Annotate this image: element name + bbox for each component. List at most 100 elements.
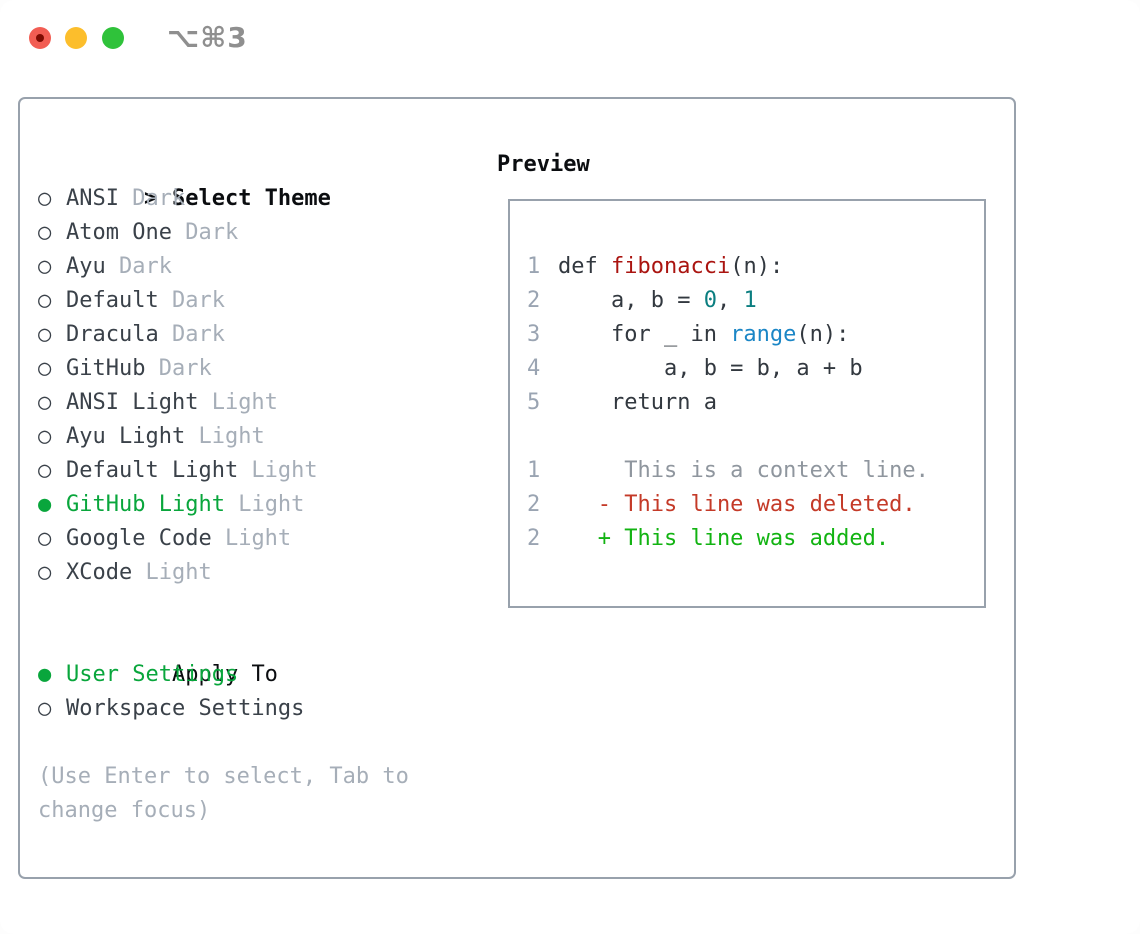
- help-text: (Use Enter to select, Tab to change focu…: [38, 764, 409, 823]
- theme-option[interactable]: ● GitHub Light Light: [38, 488, 470, 522]
- code-token-add: + This line was added.: [558, 526, 890, 551]
- code-token-builtin: range: [730, 322, 797, 347]
- apply-to-option[interactable]: ○ Workspace Settings: [38, 692, 470, 726]
- radio-unselected-icon: ○: [38, 356, 52, 381]
- code-line: 4 a, b = b, a + b: [527, 352, 984, 386]
- apply-to-option-label: Workspace Settings: [66, 696, 305, 721]
- window-title: ⌥⌘3: [167, 21, 248, 54]
- theme-variant: Dark: [171, 220, 239, 245]
- theme-variant: Dark: [145, 356, 212, 381]
- theme-name: Ayu Light: [66, 424, 186, 449]
- zoom-button[interactable]: [102, 27, 124, 49]
- theme-option[interactable]: ○GitHub Dark: [38, 352, 470, 386]
- code-token-ctx: This is a context line.: [558, 458, 929, 483]
- code-token-code: for _ in: [558, 322, 731, 347]
- code-line: 3 for _ in range(n):: [527, 318, 984, 352]
- radio-unselected-icon: ○: [38, 424, 52, 449]
- theme-name: Dracula: [66, 322, 159, 347]
- close-button[interactable]: [29, 27, 51, 49]
- select-theme-title: Select Theme: [171, 186, 331, 211]
- line-number: 1: [527, 254, 541, 279]
- theme-name: Atom One: [66, 220, 172, 245]
- code-line: 2 + This line was added.: [527, 522, 984, 556]
- radio-unselected-icon: ○: [38, 696, 52, 721]
- code-token-code: a, b = b, a + b: [558, 356, 863, 381]
- theme-variant: Light: [211, 526, 292, 551]
- radio-unselected-icon: ○: [38, 254, 52, 279]
- code-token-code: ,: [716, 288, 744, 313]
- close-dot-icon: [36, 34, 44, 42]
- line-number: 3: [527, 322, 541, 347]
- code-token-code: (n):: [730, 254, 784, 279]
- code-token-code: return a: [558, 390, 717, 415]
- radio-unselected-icon: ○: [38, 526, 52, 551]
- code-line: 1 This is a context line.: [527, 454, 984, 488]
- code-line: 1 def fibonacci(n):: [527, 250, 984, 284]
- code-token-func: fibonacci: [610, 254, 731, 279]
- theme-variant: Light: [198, 390, 278, 415]
- code-token-code: a, b =: [558, 288, 704, 313]
- theme-option[interactable]: ○Dracula Dark: [38, 318, 470, 352]
- line-number: 2: [527, 492, 541, 517]
- theme-option[interactable]: ○ANSI Dark: [38, 182, 470, 216]
- apply-to-option[interactable]: ● User Settings: [38, 658, 470, 692]
- theme-option[interactable]: ○ Atom One Dark: [38, 216, 470, 250]
- theme-variant: Dark: [158, 322, 225, 347]
- spacer: [38, 726, 470, 760]
- code-token-code: def: [558, 254, 611, 279]
- code-line: 5 return a: [527, 386, 984, 420]
- theme-option[interactable]: ○ XCode Light: [38, 556, 470, 590]
- theme-name: Default Light: [66, 458, 239, 483]
- code-preview: 1 def fibonacci(n): 2 a, b = 0, 1 3 for _ i…: [510, 201, 984, 556]
- line-number: 2: [527, 526, 541, 551]
- minimize-button[interactable]: [65, 27, 87, 49]
- radio-unselected-icon: ○: [38, 186, 52, 211]
- theme-variant: Dark: [118, 186, 186, 211]
- theme-picker-panel: >Select Theme ○ANSI Dark○Atom One Dark○A…: [18, 97, 1016, 879]
- line-number: 5: [527, 390, 541, 415]
- theme-option[interactable]: ○ Default Light Light: [38, 454, 470, 488]
- window-titlebar: ⌥⌘3: [0, 0, 1140, 76]
- theme-variant: Light: [238, 458, 318, 483]
- theme-variant: Light: [132, 560, 212, 585]
- line-number: 4: [527, 356, 541, 381]
- select-theme-header: > Select Theme: [38, 148, 470, 211]
- theme-menu: >Select Theme ○ANSI Dark○Atom One Dark○A…: [38, 148, 470, 828]
- pointer-icon: >: [143, 186, 158, 211]
- theme-name: ANSI Light: [66, 390, 199, 415]
- theme-option[interactable]: ○ Ayu Light Light: [38, 420, 470, 454]
- theme-variant: Light: [224, 492, 305, 517]
- apply-to-header: Apply To: [38, 624, 470, 687]
- theme-variant: Dark: [158, 288, 225, 313]
- theme-name: Google Code: [66, 526, 212, 551]
- spacer: [38, 590, 470, 624]
- radio-unselected-icon: ○: [38, 458, 52, 483]
- code-token-num: 0: [703, 288, 717, 313]
- radio-selected-icon: ●: [38, 662, 52, 687]
- radio-selected-icon: ●: [38, 492, 52, 517]
- line-number: 2: [527, 288, 541, 313]
- theme-option[interactable]: ○ Ayu Dark: [38, 250, 470, 284]
- code-token-code: (n):: [796, 322, 850, 347]
- apply-to-title: Apply To: [171, 662, 278, 687]
- theme-option[interactable]: ○ Google Code Light: [38, 522, 470, 556]
- apply-to-option-label: User Settings: [66, 662, 239, 687]
- preview-pane: 1 def fibonacci(n): 2 a, b = 0, 1 3 for _ i…: [508, 199, 986, 608]
- code-line: [527, 420, 984, 454]
- radio-unselected-icon: ○: [38, 220, 52, 245]
- code-token-del: - This line was deleted.: [558, 492, 916, 517]
- theme-name: Default: [66, 288, 159, 313]
- theme-option[interactable]: ○ ANSI Light Light: [38, 386, 470, 420]
- theme-name: Ayu: [66, 254, 106, 279]
- radio-unselected-icon: ○: [38, 288, 52, 313]
- code-line: 2 - This line was deleted.: [527, 488, 984, 522]
- theme-variant: Dark: [105, 254, 172, 279]
- theme-name: XCode: [66, 560, 133, 585]
- theme-list: ○ANSI Dark○Atom One Dark○Ayu Dark○Defaul…: [38, 182, 470, 590]
- radio-unselected-icon: ○: [38, 560, 52, 585]
- theme-name: GitHub Light: [66, 492, 225, 517]
- radio-unselected-icon: ○: [38, 390, 52, 415]
- theme-option[interactable]: ○ Default Dark: [38, 284, 470, 318]
- theme-variant: Light: [185, 424, 265, 449]
